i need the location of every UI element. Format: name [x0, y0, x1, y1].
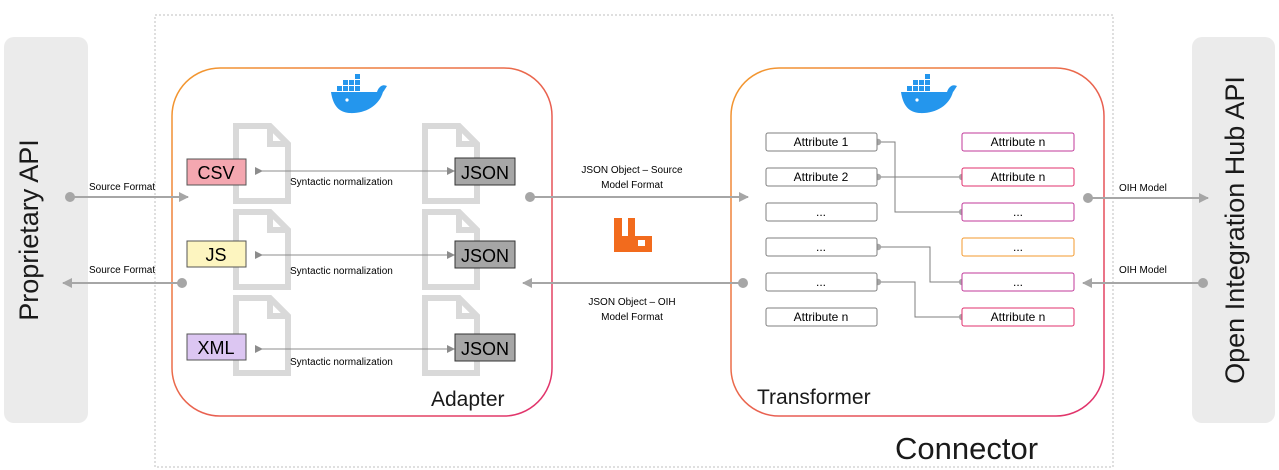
- source-attribute-box: [765, 272, 878, 292]
- proprietary-api-label: Proprietary API: [14, 139, 44, 321]
- json-box: [454, 240, 516, 269]
- json-label: JSON: [461, 163, 509, 183]
- source-attribute-label: Attribute n: [794, 310, 849, 324]
- target-attribute-box: [961, 272, 1075, 292]
- adapter-label: Adapter: [431, 388, 505, 411]
- oih-model-out-label: OIH Model: [1119, 183, 1167, 194]
- oih-model-in-label: OIH Model: [1119, 265, 1167, 276]
- json-oih-label-line1: JSON Object – OIH: [588, 297, 675, 308]
- docker-whale-icon: [331, 74, 387, 114]
- json-oih-label-line2: Model Format: [601, 312, 663, 323]
- docker-whale-icon: [901, 74, 957, 114]
- source-attribute-box: [765, 167, 878, 187]
- source-attribute-box: [765, 202, 878, 222]
- transformer-container: [730, 67, 1105, 417]
- transformer-label: Transformer: [757, 386, 871, 409]
- target-attribute-box: [961, 167, 1075, 187]
- target-attribute-box: [961, 132, 1075, 152]
- source-attribute-label: Attribute 2: [794, 170, 849, 184]
- adapter-row-js: JS Syntactic normalization JSON: [186, 240, 516, 277]
- connector-label: Connector: [895, 431, 1038, 466]
- target-attribute-label: ...: [1013, 275, 1023, 289]
- source-attribute-label: Attribute 1: [794, 135, 849, 149]
- target-attribute-box: [961, 237, 1075, 257]
- adapter-row-csv: CSV Syntactic normalization JSON: [186, 157, 516, 188]
- attribute-mapping-lines: [878, 141, 962, 318]
- source-format-box-js: [186, 240, 247, 268]
- normalization-label: Syntactic normalization: [290, 357, 393, 368]
- normalization-label: Syntactic normalization: [290, 266, 393, 277]
- source-attribute-box: [765, 132, 878, 152]
- json-source-label-line1: JSON Object – Source: [581, 165, 683, 176]
- source-format-out-label: Source Format: [89, 265, 155, 276]
- json-source-label-line2: Model Format: [601, 180, 663, 191]
- target-attribute-label: ...: [1013, 205, 1023, 219]
- source-format-in-label: Source Format: [89, 182, 155, 193]
- normalization-label: Syntactic normalization: [290, 177, 393, 188]
- adapter-container: [171, 67, 553, 417]
- source-format-label: XML: [197, 338, 234, 358]
- rabbitmq-icon: [614, 218, 652, 252]
- source-format-label: JS: [205, 245, 226, 265]
- json-box: [454, 333, 516, 362]
- source-attribute-list: Attribute 1 Attribute 2 ... ... ... Attr…: [765, 132, 878, 327]
- target-attribute-label: Attribute n: [991, 135, 1046, 149]
- target-attribute-list: Attribute n Attribute n ... ... ... Attr…: [961, 132, 1075, 327]
- target-attribute-label: Attribute n: [991, 310, 1046, 324]
- source-attribute-label: ...: [816, 205, 826, 219]
- json-label: JSON: [461, 246, 509, 266]
- attribute-mapping-dots: [874, 138, 966, 321]
- source-format-box-csv: [186, 158, 247, 186]
- source-format-label: CSV: [197, 163, 234, 183]
- target-attribute-box: [961, 307, 1075, 327]
- connector-frame: [154, 14, 1114, 468]
- source-format-box-xml: [186, 333, 247, 361]
- proprietary-api-panel: [4, 37, 88, 423]
- source-attribute-label: ...: [816, 275, 826, 289]
- source-attribute-box: [765, 307, 878, 327]
- json-box: [454, 157, 516, 186]
- source-attribute-label: ...: [816, 240, 826, 254]
- target-attribute-label: ...: [1013, 240, 1023, 254]
- oih-api-panel: [1192, 37, 1275, 423]
- adapter-row-xml: XML Syntactic normalization JSON: [186, 333, 516, 368]
- target-attribute-label: Attribute n: [991, 170, 1046, 184]
- target-attribute-box: [961, 202, 1075, 222]
- oih-api-label: Open Integration Hub API: [1220, 76, 1250, 384]
- source-attribute-box: [765, 237, 878, 257]
- json-label: JSON: [461, 339, 509, 359]
